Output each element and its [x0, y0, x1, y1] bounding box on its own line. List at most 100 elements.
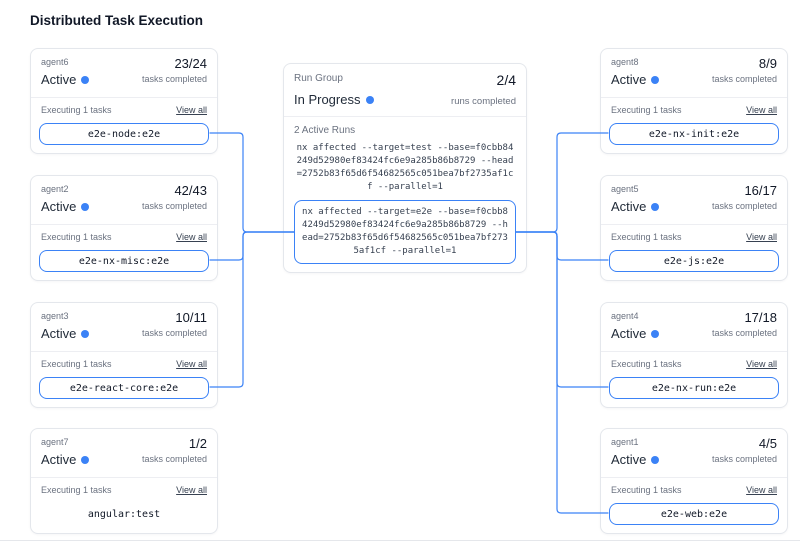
agent-card: agent3 Active 10/11 tasks completed Exec… [30, 302, 218, 408]
agent-name: agent6 [41, 57, 69, 67]
agent-status-label: Active [611, 452, 647, 467]
run-group-body: 2 Active Runs nx affected --target=test … [284, 116, 526, 272]
status-dot-icon [651, 455, 660, 464]
run-group-status-label: In Progress [294, 92, 361, 107]
agent-status: Active [611, 198, 660, 215]
run-group-label: Run Group [294, 73, 343, 84]
agent-name: agent1 [611, 437, 639, 447]
tasks-completed-label: tasks completed [711, 328, 777, 338]
agent-task-count: 10/11 [175, 310, 207, 325]
tasks-completed-label: tasks completed [141, 201, 207, 211]
agent-header: agent4 Active 17/18 tasks completed [601, 303, 787, 351]
task-pill: e2e-js:e2e [609, 250, 779, 272]
agent-exec-row: Executing 1 tasks View all [31, 97, 217, 121]
connector-line [515, 231, 609, 388]
agent-exec-row: Executing 1 tasks View all [31, 351, 217, 375]
agent-status: Active [41, 71, 90, 88]
agent-name: agent4 [611, 311, 639, 321]
agent-card: agent8 Active 8/9 tasks completed Execut… [600, 48, 788, 154]
connector-line [209, 132, 295, 233]
task-pill: e2e-web:e2e [609, 503, 779, 525]
task-pill: e2e-nx-init:e2e [609, 123, 779, 145]
status-dot-icon [81, 202, 90, 211]
agent-status: Active [41, 451, 90, 468]
active-command-box: nx affected --target=e2e --base=f0cbb842… [294, 200, 516, 264]
agent-task-count: 42/43 [174, 183, 207, 198]
connector-line [515, 231, 609, 261]
runs-completed-label: runs completed [451, 96, 516, 107]
view-all-link[interactable]: View all [746, 358, 777, 369]
agent-header: agent7 Active 1/2 tasks completed [31, 429, 217, 477]
connector-line [209, 231, 295, 261]
status-dot-icon [651, 202, 660, 211]
task-pill: angular:test [39, 503, 209, 525]
agent-task-count: 8/9 [758, 56, 777, 71]
agent-exec-row: Executing 1 tasks View all [601, 224, 787, 248]
agent-header: agent6 Active 23/24 tasks completed [31, 49, 217, 97]
view-all-link[interactable]: View all [176, 231, 207, 242]
page-title: Distributed Task Execution [30, 13, 204, 28]
view-all-link[interactable]: View all [176, 484, 207, 495]
agent-status: Active [611, 451, 660, 468]
agent-name: agent5 [611, 184, 639, 194]
executing-label: Executing 1 tasks [41, 231, 112, 242]
agent-task-count: 16/17 [744, 183, 777, 198]
view-all-link[interactable]: View all [746, 484, 777, 495]
agent-name: agent7 [41, 437, 69, 447]
agent-task-count: 4/5 [758, 436, 777, 451]
agent-status-label: Active [41, 72, 77, 87]
agent-exec-row: Executing 1 tasks View all [31, 477, 217, 501]
task-pill: e2e-react-core:e2e [39, 377, 209, 399]
tasks-completed-label: tasks completed [711, 201, 777, 211]
agent-status: Active [41, 325, 90, 342]
executing-label: Executing 1 tasks [41, 104, 112, 115]
tasks-completed-label: tasks completed [711, 454, 777, 464]
status-dot-icon [81, 455, 90, 464]
agent-status: Active [611, 325, 660, 342]
agent-status-label: Active [41, 199, 77, 214]
agent-card: agent1 Active 4/5 tasks completed Execut… [600, 428, 788, 534]
agent-header: agent3 Active 10/11 tasks completed [31, 303, 217, 351]
command-text: nx affected --target=test --base=f0cbb84… [296, 143, 514, 192]
agent-header: agent1 Active 4/5 tasks completed [601, 429, 787, 477]
connector-line [209, 231, 295, 388]
task-pill: e2e-nx-run:e2e [609, 377, 779, 399]
agent-status-label: Active [611, 199, 647, 214]
status-dot-icon [651, 329, 660, 338]
agent-exec-row: Executing 1 tasks View all [601, 477, 787, 501]
view-all-link[interactable]: View all [176, 358, 207, 369]
agent-exec-row: Executing 1 tasks View all [601, 351, 787, 375]
tasks-completed-label: tasks completed [711, 74, 777, 84]
agent-status-label: Active [611, 72, 647, 87]
agent-status: Active [611, 71, 660, 88]
agent-header: agent2 Active 42/43 tasks completed [31, 176, 217, 224]
agent-task-count: 1/2 [188, 436, 207, 451]
run-group-card: Run Group 2/4 In Progress runs completed… [283, 63, 527, 273]
view-all-link[interactable]: View all [746, 104, 777, 115]
agent-status-label: Active [41, 326, 77, 341]
view-all-link[interactable]: View all [746, 231, 777, 242]
agent-header: agent5 Active 16/17 tasks completed [601, 176, 787, 224]
view-all-link[interactable]: View all [176, 104, 207, 115]
agent-card: agent4 Active 17/18 tasks completed Exec… [600, 302, 788, 408]
agent-name: agent3 [41, 311, 69, 321]
executing-label: Executing 1 tasks [611, 484, 682, 495]
connector-line [515, 231, 609, 514]
executing-label: Executing 1 tasks [611, 104, 682, 115]
agent-task-count: 17/18 [744, 310, 777, 325]
agent-name: agent2 [41, 184, 69, 194]
run-group-status: In Progress [294, 91, 375, 108]
task-pill: e2e-nx-misc:e2e [39, 250, 209, 272]
run-group-header: Run Group 2/4 In Progress runs completed [284, 64, 526, 116]
agent-card: agent5 Active 16/17 tasks completed Exec… [600, 175, 788, 281]
agent-name: agent8 [611, 57, 639, 67]
agent-header: agent8 Active 8/9 tasks completed [601, 49, 787, 97]
agent-exec-row: Executing 1 tasks View all [601, 97, 787, 121]
status-dot-icon [651, 75, 660, 84]
agent-exec-row: Executing 1 tasks View all [31, 224, 217, 248]
page-bottom-divider [0, 540, 800, 541]
executing-label: Executing 1 tasks [41, 484, 112, 495]
tasks-completed-label: tasks completed [141, 454, 207, 464]
executing-label: Executing 1 tasks [611, 358, 682, 369]
